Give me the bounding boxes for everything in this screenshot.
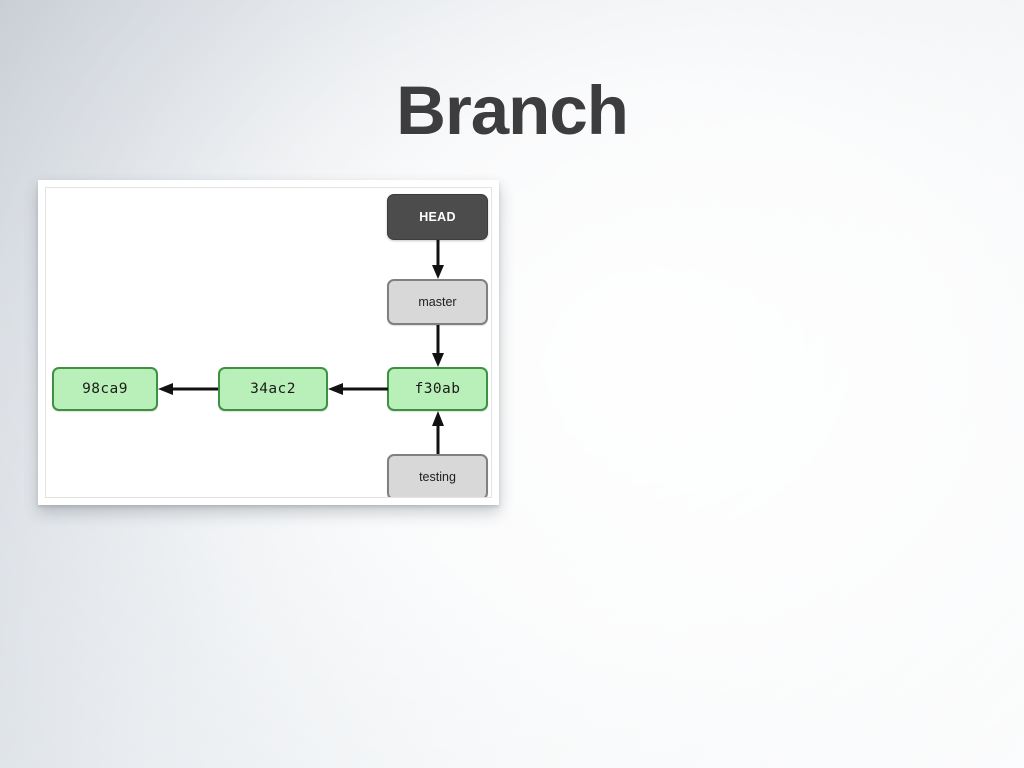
node-commit-98ca9[interactable]: 98ca9 (52, 367, 158, 411)
node-branch-master-label: master (418, 295, 457, 309)
diagram-card: HEAD master f30ab (38, 180, 499, 505)
page-title: Branch (396, 72, 629, 149)
node-commit-f30ab[interactable]: f30ab (387, 367, 488, 411)
node-head[interactable]: HEAD (387, 194, 488, 240)
arrow-head-to-master (432, 240, 444, 279)
node-branch-testing-label: testing (419, 470, 456, 484)
node-commit-98ca9-label: 98ca9 (82, 381, 128, 397)
git-branch-diagram: HEAD master f30ab (45, 187, 492, 498)
arrow-master-to-f30ab (432, 325, 444, 367)
node-commit-34ac2[interactable]: 34ac2 (218, 367, 328, 411)
arrow-testing-to-f30ab (432, 411, 444, 454)
node-branch-testing[interactable]: testing (387, 454, 488, 497)
node-branch-master[interactable]: master (387, 279, 488, 325)
node-head-label: HEAD (419, 210, 456, 224)
arrow-f30ab-to-34ac2 (328, 383, 388, 395)
node-commit-f30ab-label: f30ab (414, 381, 461, 397)
node-commit-34ac2-label: 34ac2 (250, 381, 296, 397)
arrow-34ac2-to-98ca9 (158, 383, 218, 395)
